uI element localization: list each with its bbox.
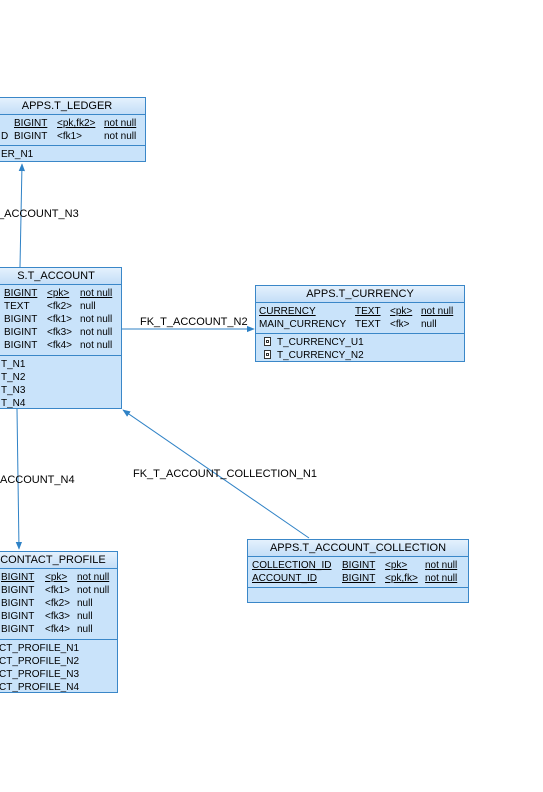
column-row: BIGINT <pk,fk2> not null — [14, 118, 137, 129]
column-row: D BIGINT <fk1> not null — [1, 131, 137, 142]
relation-label-contact: ACCOUNT_N4 — [0, 474, 75, 486]
column-row: BIGINT <fk4> not null — [4, 340, 113, 351]
relation-label-ledger: _ACCOUNT_N3 — [0, 208, 79, 220]
column-row: BIGINT <fk4> null — [1, 624, 93, 635]
column-row: TEXT <fk2> null — [4, 301, 96, 312]
column-row: CURRENCY TEXT <pk> not null — [259, 306, 454, 317]
index-row: CT_PROFILE_N2 — [0, 656, 80, 667]
fk-line-ledger — [18, 163, 26, 268]
column-row: BIGINT <pk> not null — [1, 572, 110, 583]
column-row: BIGINT <fk3> null — [1, 611, 93, 622]
relation-label-currency: FK_T_ACCOUNT_N2 — [140, 316, 248, 328]
column-row: BIGINT <fk1> not null — [4, 314, 113, 325]
index-row: T_N2 — [1, 372, 26, 383]
table-title: CONTACT_PROFILE — [0, 552, 117, 569]
table-account[interactable]: S.T_ACCOUNT BIGINT <pk> not null TEXT <f… — [0, 267, 122, 409]
index-row: CT_PROFILE_N1 — [0, 643, 80, 654]
index-row: T_N4 — [1, 398, 26, 409]
table-contact-profile[interactable]: CONTACT_PROFILE BIGINT <pk> not null BIG… — [0, 551, 118, 693]
column-row: ACCOUNT_ID BIGINT <pk,fk> not null — [252, 573, 458, 584]
index-row: T_N1 — [1, 359, 26, 370]
index-row: CT_PROFILE_N4 — [0, 682, 80, 693]
fk-line-collection — [122, 409, 310, 539]
index-key-icon — [264, 337, 271, 346]
table-currency[interactable]: APPS.T_CURRENCY CURRENCY TEXT <pk> not n… — [255, 285, 465, 362]
index-row: T_CURRENCY_N2 — [256, 349, 464, 361]
table-title: APPS.T_CURRENCY — [256, 286, 464, 303]
fk-line-contact — [15, 408, 23, 550]
index-row: ER_N1 — [1, 149, 34, 160]
table-title: APPS.T_LEDGER — [0, 98, 145, 115]
column-row: COLLECTION_ID BIGINT <pk> not null — [252, 560, 458, 571]
index-key-icon — [264, 350, 271, 359]
index-row: T_CURRENCY_U1 — [256, 336, 464, 349]
column-row: BIGINT <fk2> null — [1, 598, 93, 609]
column-row: BIGINT <pk> not null — [4, 288, 113, 299]
index-row: CT_PROFILE_N3 — [0, 669, 80, 680]
table-title: S.T_ACCOUNT — [0, 268, 121, 285]
column-row: BIGINT <fk3> not null — [4, 327, 113, 338]
column-row: MAIN_CURRENCY TEXT <fk> null — [259, 319, 437, 330]
index-row: T_N3 — [1, 385, 26, 396]
relation-label-collection: FK_T_ACCOUNT_COLLECTION_N1 — [133, 468, 317, 480]
table-title: APPS.T_ACCOUNT_COLLECTION — [248, 540, 468, 557]
column-row: BIGINT <fk1> not null — [1, 585, 110, 596]
table-account-collection[interactable]: APPS.T_ACCOUNT_COLLECTION COLLECTION_ID … — [247, 539, 469, 603]
table-ledger[interactable]: APPS.T_LEDGER BIGINT <pk,fk2> not null D… — [0, 97, 146, 162]
